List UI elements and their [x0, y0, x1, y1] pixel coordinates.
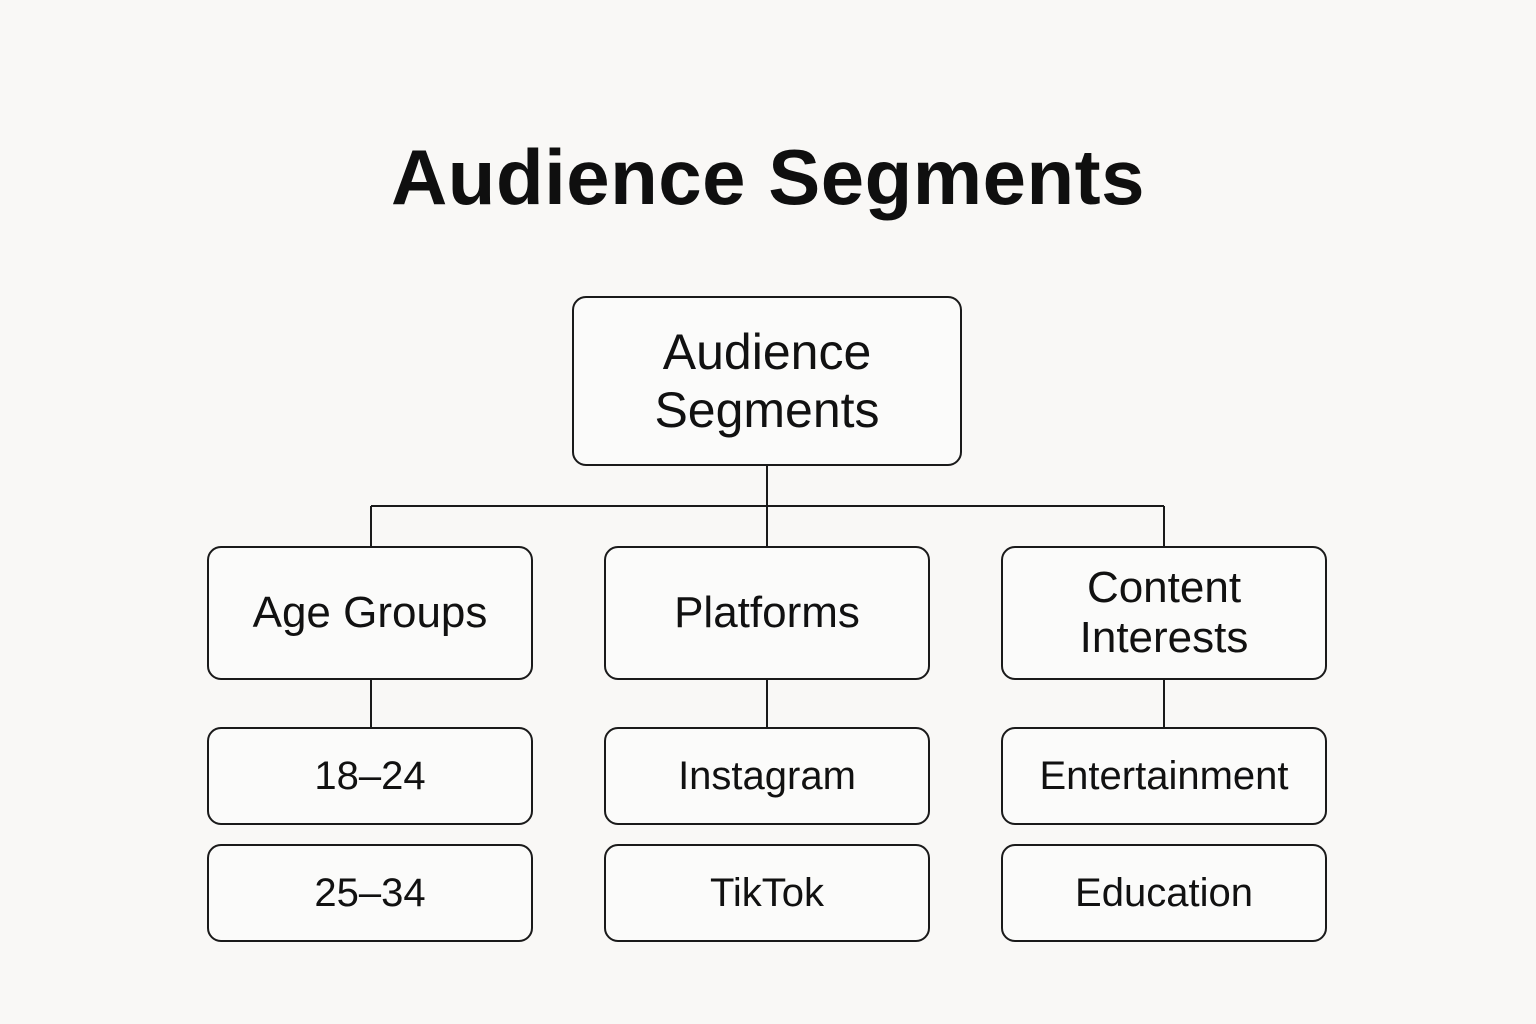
- category-node-content-interests: Content Interests: [1001, 546, 1327, 680]
- leaf-node-tiktok: TikTok: [604, 844, 930, 942]
- leaf-label: Education: [1075, 871, 1253, 915]
- root-node-label-line2: Segments: [654, 382, 880, 438]
- category-label-line1: Content: [1086, 563, 1242, 612]
- category-label-line2: Interests: [1079, 613, 1249, 662]
- leaf-label: Entertainment: [1039, 754, 1289, 798]
- leaf-node-instagram: Instagram: [604, 727, 930, 825]
- category-label: Platforms: [674, 588, 860, 637]
- page-title: Audience Segments: [390, 133, 1146, 221]
- leaf-node-18-24: 18–24: [207, 727, 533, 825]
- leaf-label: 25–34: [314, 871, 426, 915]
- root-node-audience-segments: Audience Segments: [572, 296, 962, 466]
- category-node-platforms: Platforms: [604, 546, 930, 680]
- leaf-label: Instagram: [678, 754, 856, 798]
- leaf-node-education: Education: [1001, 844, 1327, 942]
- leaf-label: 18–24: [314, 754, 426, 798]
- leaf-label: TikTok: [709, 871, 825, 915]
- category-node-age-groups: Age Groups: [207, 546, 533, 680]
- leaf-node-entertainment: Entertainment: [1001, 727, 1327, 825]
- leaf-node-25-34: 25–34: [207, 844, 533, 942]
- root-node-label-line1: Audience: [662, 324, 872, 380]
- category-label: Age Groups: [252, 588, 488, 637]
